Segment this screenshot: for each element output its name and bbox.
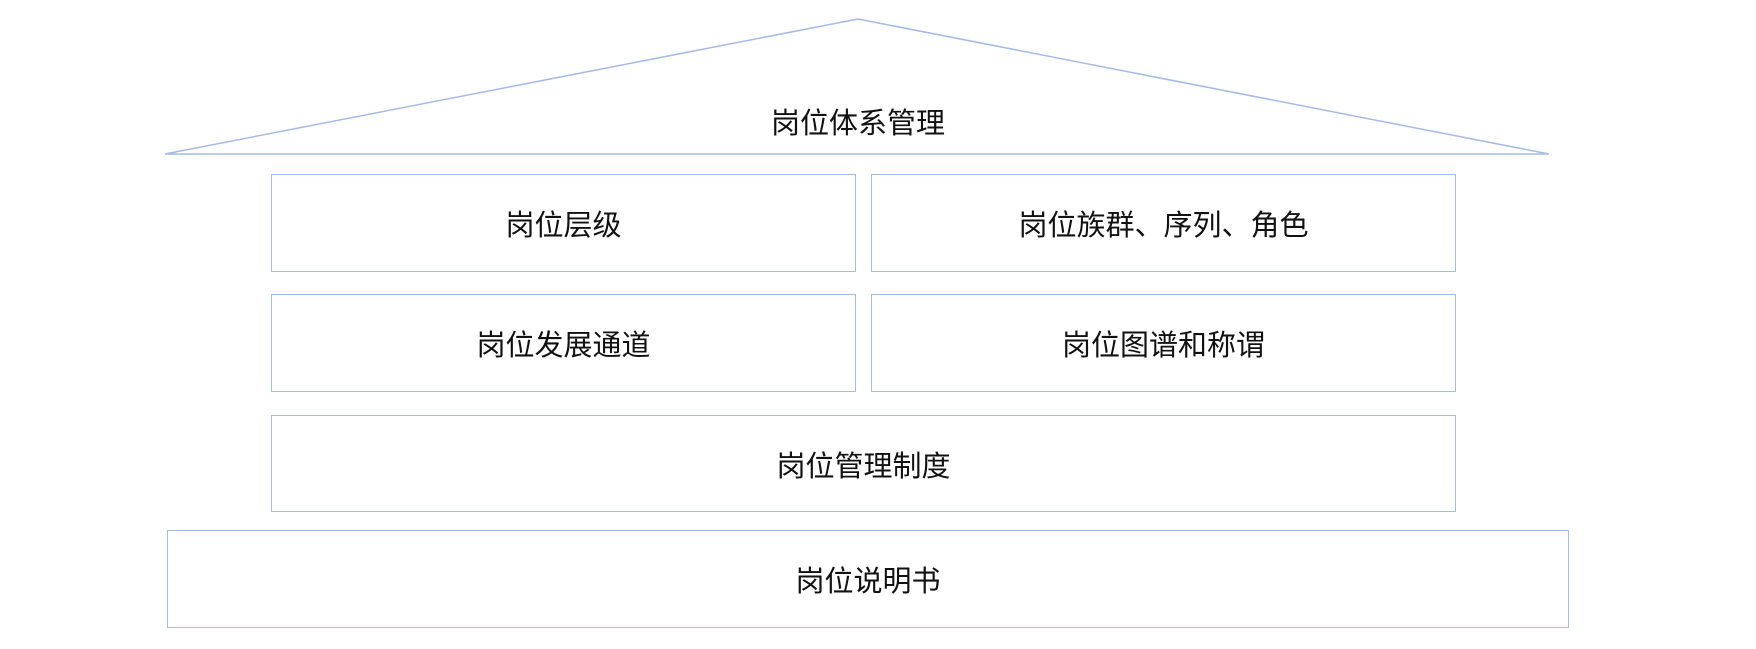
roof-label: 岗位体系管理 bbox=[770, 106, 945, 140]
box-label: 岗位说明书 bbox=[795, 564, 941, 598]
box-career-paths: 岗位发展通道 bbox=[271, 294, 856, 392]
box-position-families: 岗位族群、序列、角色 bbox=[871, 174, 1456, 272]
box-label: 岗位图谱和称谓 bbox=[1061, 328, 1265, 362]
box-label: 岗位发展通道 bbox=[476, 328, 651, 362]
box-position-levels: 岗位层级 bbox=[271, 174, 856, 272]
box-position-map: 岗位图谱和称谓 bbox=[871, 294, 1456, 392]
box-label: 岗位层级 bbox=[505, 208, 622, 242]
box-job-description: 岗位说明书 bbox=[167, 530, 1569, 628]
box-label: 岗位族群、序列、角色 bbox=[1018, 208, 1309, 242]
box-management-system: 岗位管理制度 bbox=[271, 415, 1456, 512]
roof-triangle bbox=[164, 18, 1550, 155]
box-label: 岗位管理制度 bbox=[776, 448, 951, 483]
